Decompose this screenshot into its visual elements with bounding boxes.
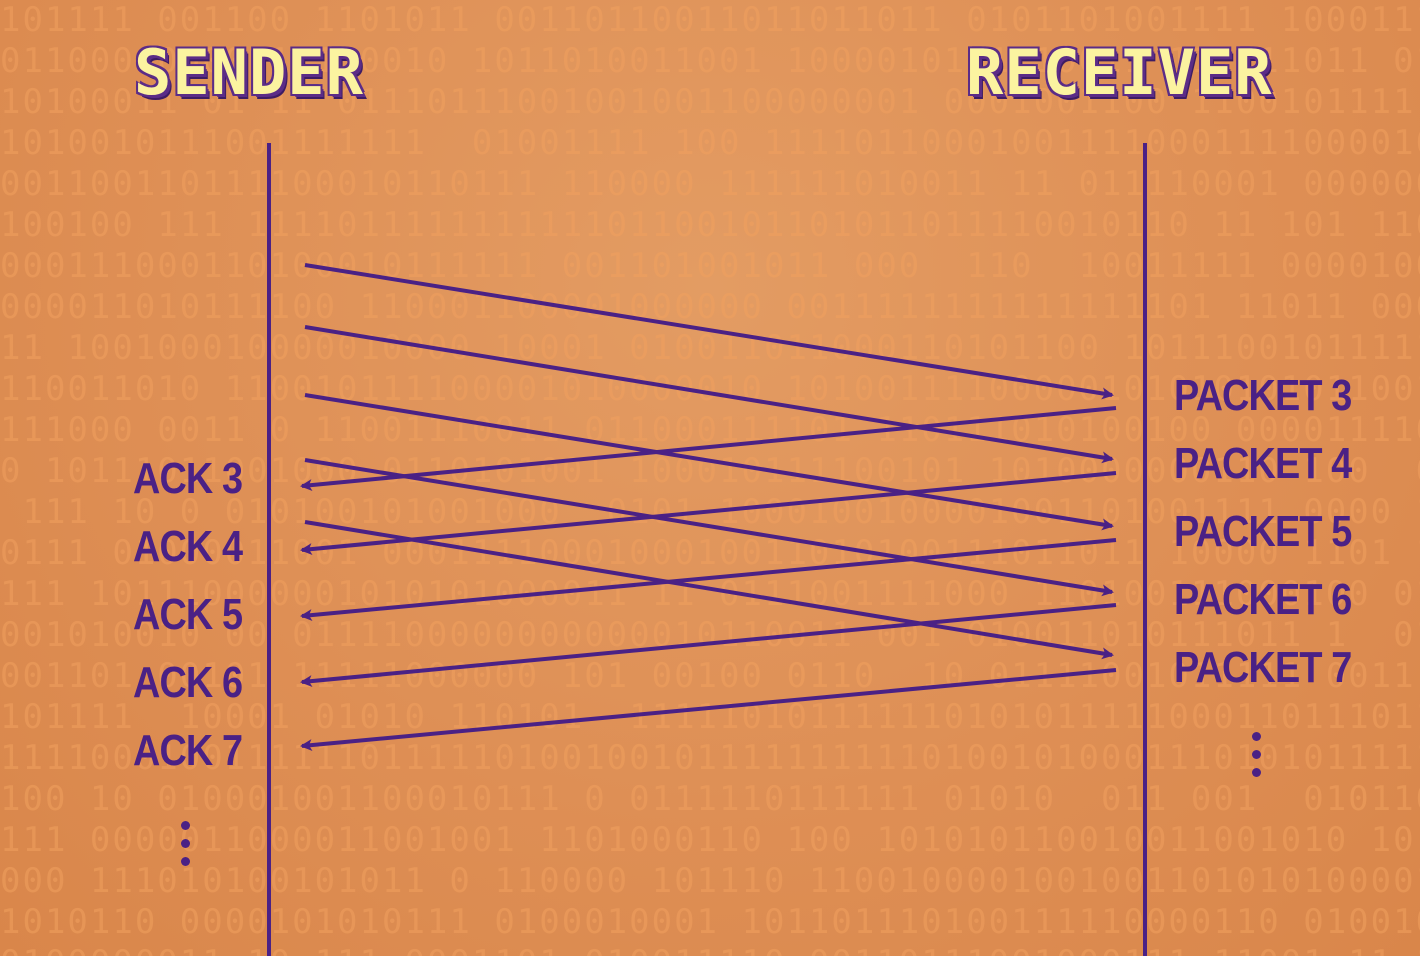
- ack-7-label: ACK 7: [133, 726, 243, 775]
- packet-5-label: PACKET 5: [1174, 507, 1352, 556]
- packet-4-label: PACKET 4: [1174, 439, 1352, 488]
- sender-title: SENDER: [134, 36, 364, 109]
- receiver-title: RECEIVER: [966, 36, 1273, 109]
- packet-6-arrow: [304, 458, 1114, 597]
- packet-4-arrow: [304, 325, 1114, 464]
- ack-3-label: ACK 3: [133, 454, 243, 503]
- ack-7-arrow: [300, 668, 1117, 752]
- packet-3-label: PACKET 3: [1174, 371, 1352, 420]
- ack-6-label: ACK 6: [133, 658, 243, 707]
- ack-5-arrow: [300, 538, 1117, 622]
- sender-continuation-dots: [181, 821, 191, 875]
- packet-3-arrow: [304, 263, 1114, 400]
- ack-6-arrow: [300, 603, 1117, 688]
- ack-4-label: ACK 4: [133, 522, 243, 571]
- packet-6-label: PACKET 6: [1174, 575, 1352, 624]
- ack-4-arrow: [300, 471, 1117, 556]
- ack-3-arrow: [300, 406, 1117, 492]
- ack-5-label: ACK 5: [133, 590, 243, 639]
- receiver-continuation-dots: [1252, 732, 1262, 786]
- packet-7-label: PACKET 7: [1174, 643, 1352, 692]
- packet-5-arrow: [304, 393, 1114, 531]
- packet-7-arrow: [304, 520, 1114, 660]
